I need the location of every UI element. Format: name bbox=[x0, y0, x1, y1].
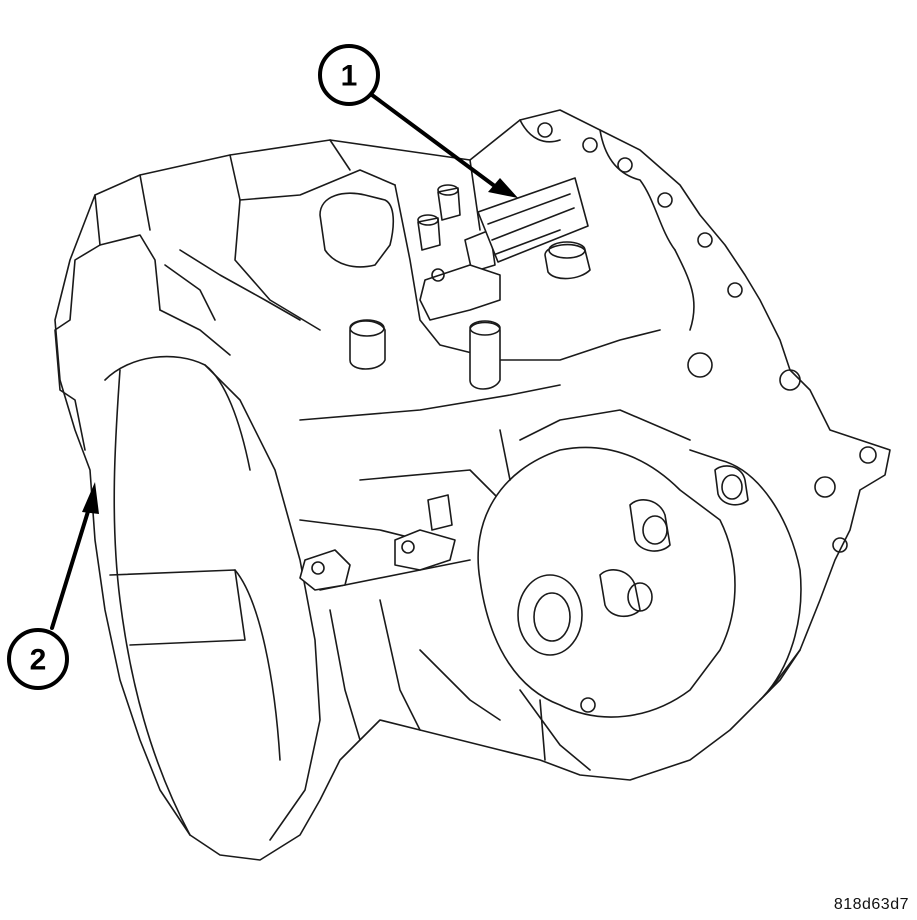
callout-1-circle bbox=[318, 44, 380, 106]
callout-2-arrowhead bbox=[82, 482, 99, 514]
id-label-tag bbox=[477, 177, 589, 263]
callout-2-label: 2 bbox=[30, 644, 47, 677]
figure-code: 818d63d7 bbox=[833, 896, 909, 913]
callout-1-arrowhead bbox=[488, 178, 518, 198]
callout-1-leader bbox=[370, 93, 502, 192]
callout-1-label: 1 bbox=[341, 60, 358, 93]
callout-1: 1 bbox=[318, 44, 518, 198]
callout-2-leader bbox=[50, 503, 92, 630]
callout-2: 2 bbox=[7, 482, 99, 690]
callout-2-circle bbox=[7, 628, 69, 690]
transaxle-housing bbox=[54, 109, 891, 861]
